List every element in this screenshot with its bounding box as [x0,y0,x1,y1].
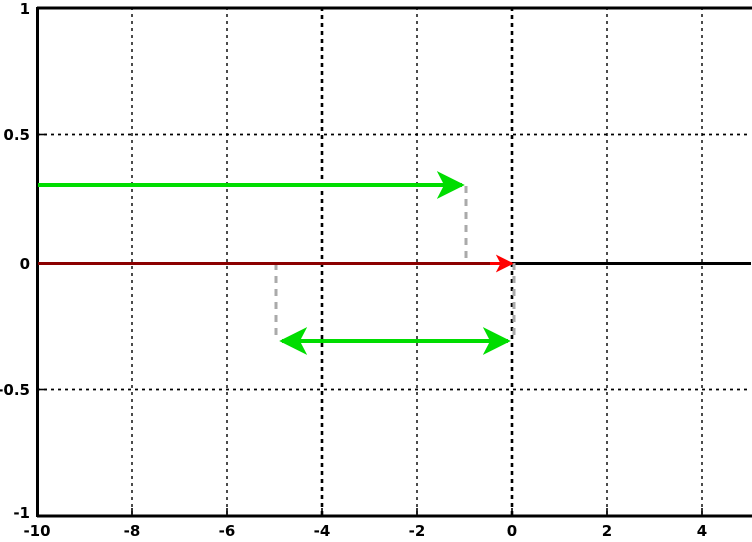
xtick-label-4: -2 [409,522,426,540]
xtick-label-1: -8 [124,522,141,540]
plot-frame [36,6,752,518]
ytick-label-4: 1 [20,0,30,18]
xtick-label-6: 2 [602,522,612,540]
xtick-label-2: -6 [219,522,236,540]
xtick-label-7: 4 [697,522,707,540]
grid-vertical [131,7,703,516]
xtick-label-5: 0 [507,522,517,540]
y-tick-labels: -1 -0.5 0 0.5 1 [0,0,30,522]
connector-lines [274,186,516,341]
x-axis-ticks [131,508,703,516]
x-tick-labels: -10 -8 -6 -4 -2 0 2 4 [23,522,707,540]
grid-horizontal [37,133,751,391]
ytick-label-2: 0 [20,255,30,273]
xtick-label-3: -4 [314,522,331,540]
ytick-label-0: -1 [13,504,30,522]
plot-background [37,7,751,516]
xtick-label-0: -10 [23,522,50,540]
ytick-label-3: 0.5 [3,126,30,144]
ytick-label-1: -0.5 [0,381,30,399]
